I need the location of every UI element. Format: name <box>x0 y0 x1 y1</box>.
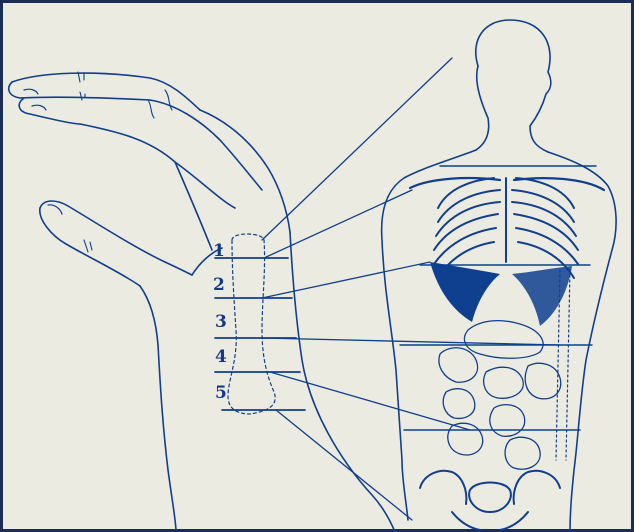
zone-labels: 1 2 3 4 5 <box>213 241 227 403</box>
radial-artery-outline <box>228 234 275 414</box>
zone-label-5: 5 <box>215 383 227 403</box>
connector-lines <box>262 58 560 520</box>
zone-label-3: 3 <box>215 312 227 332</box>
zone-label-1: 1 <box>213 241 225 261</box>
diaphragm-region <box>430 262 572 326</box>
torso-outline <box>382 20 616 532</box>
pelvis <box>420 471 560 530</box>
ribcage <box>434 178 578 278</box>
zone-label-2: 2 <box>213 275 225 295</box>
zone-lines <box>215 258 305 410</box>
zone-label-4: 4 <box>215 347 227 367</box>
hand-outline <box>9 72 395 532</box>
